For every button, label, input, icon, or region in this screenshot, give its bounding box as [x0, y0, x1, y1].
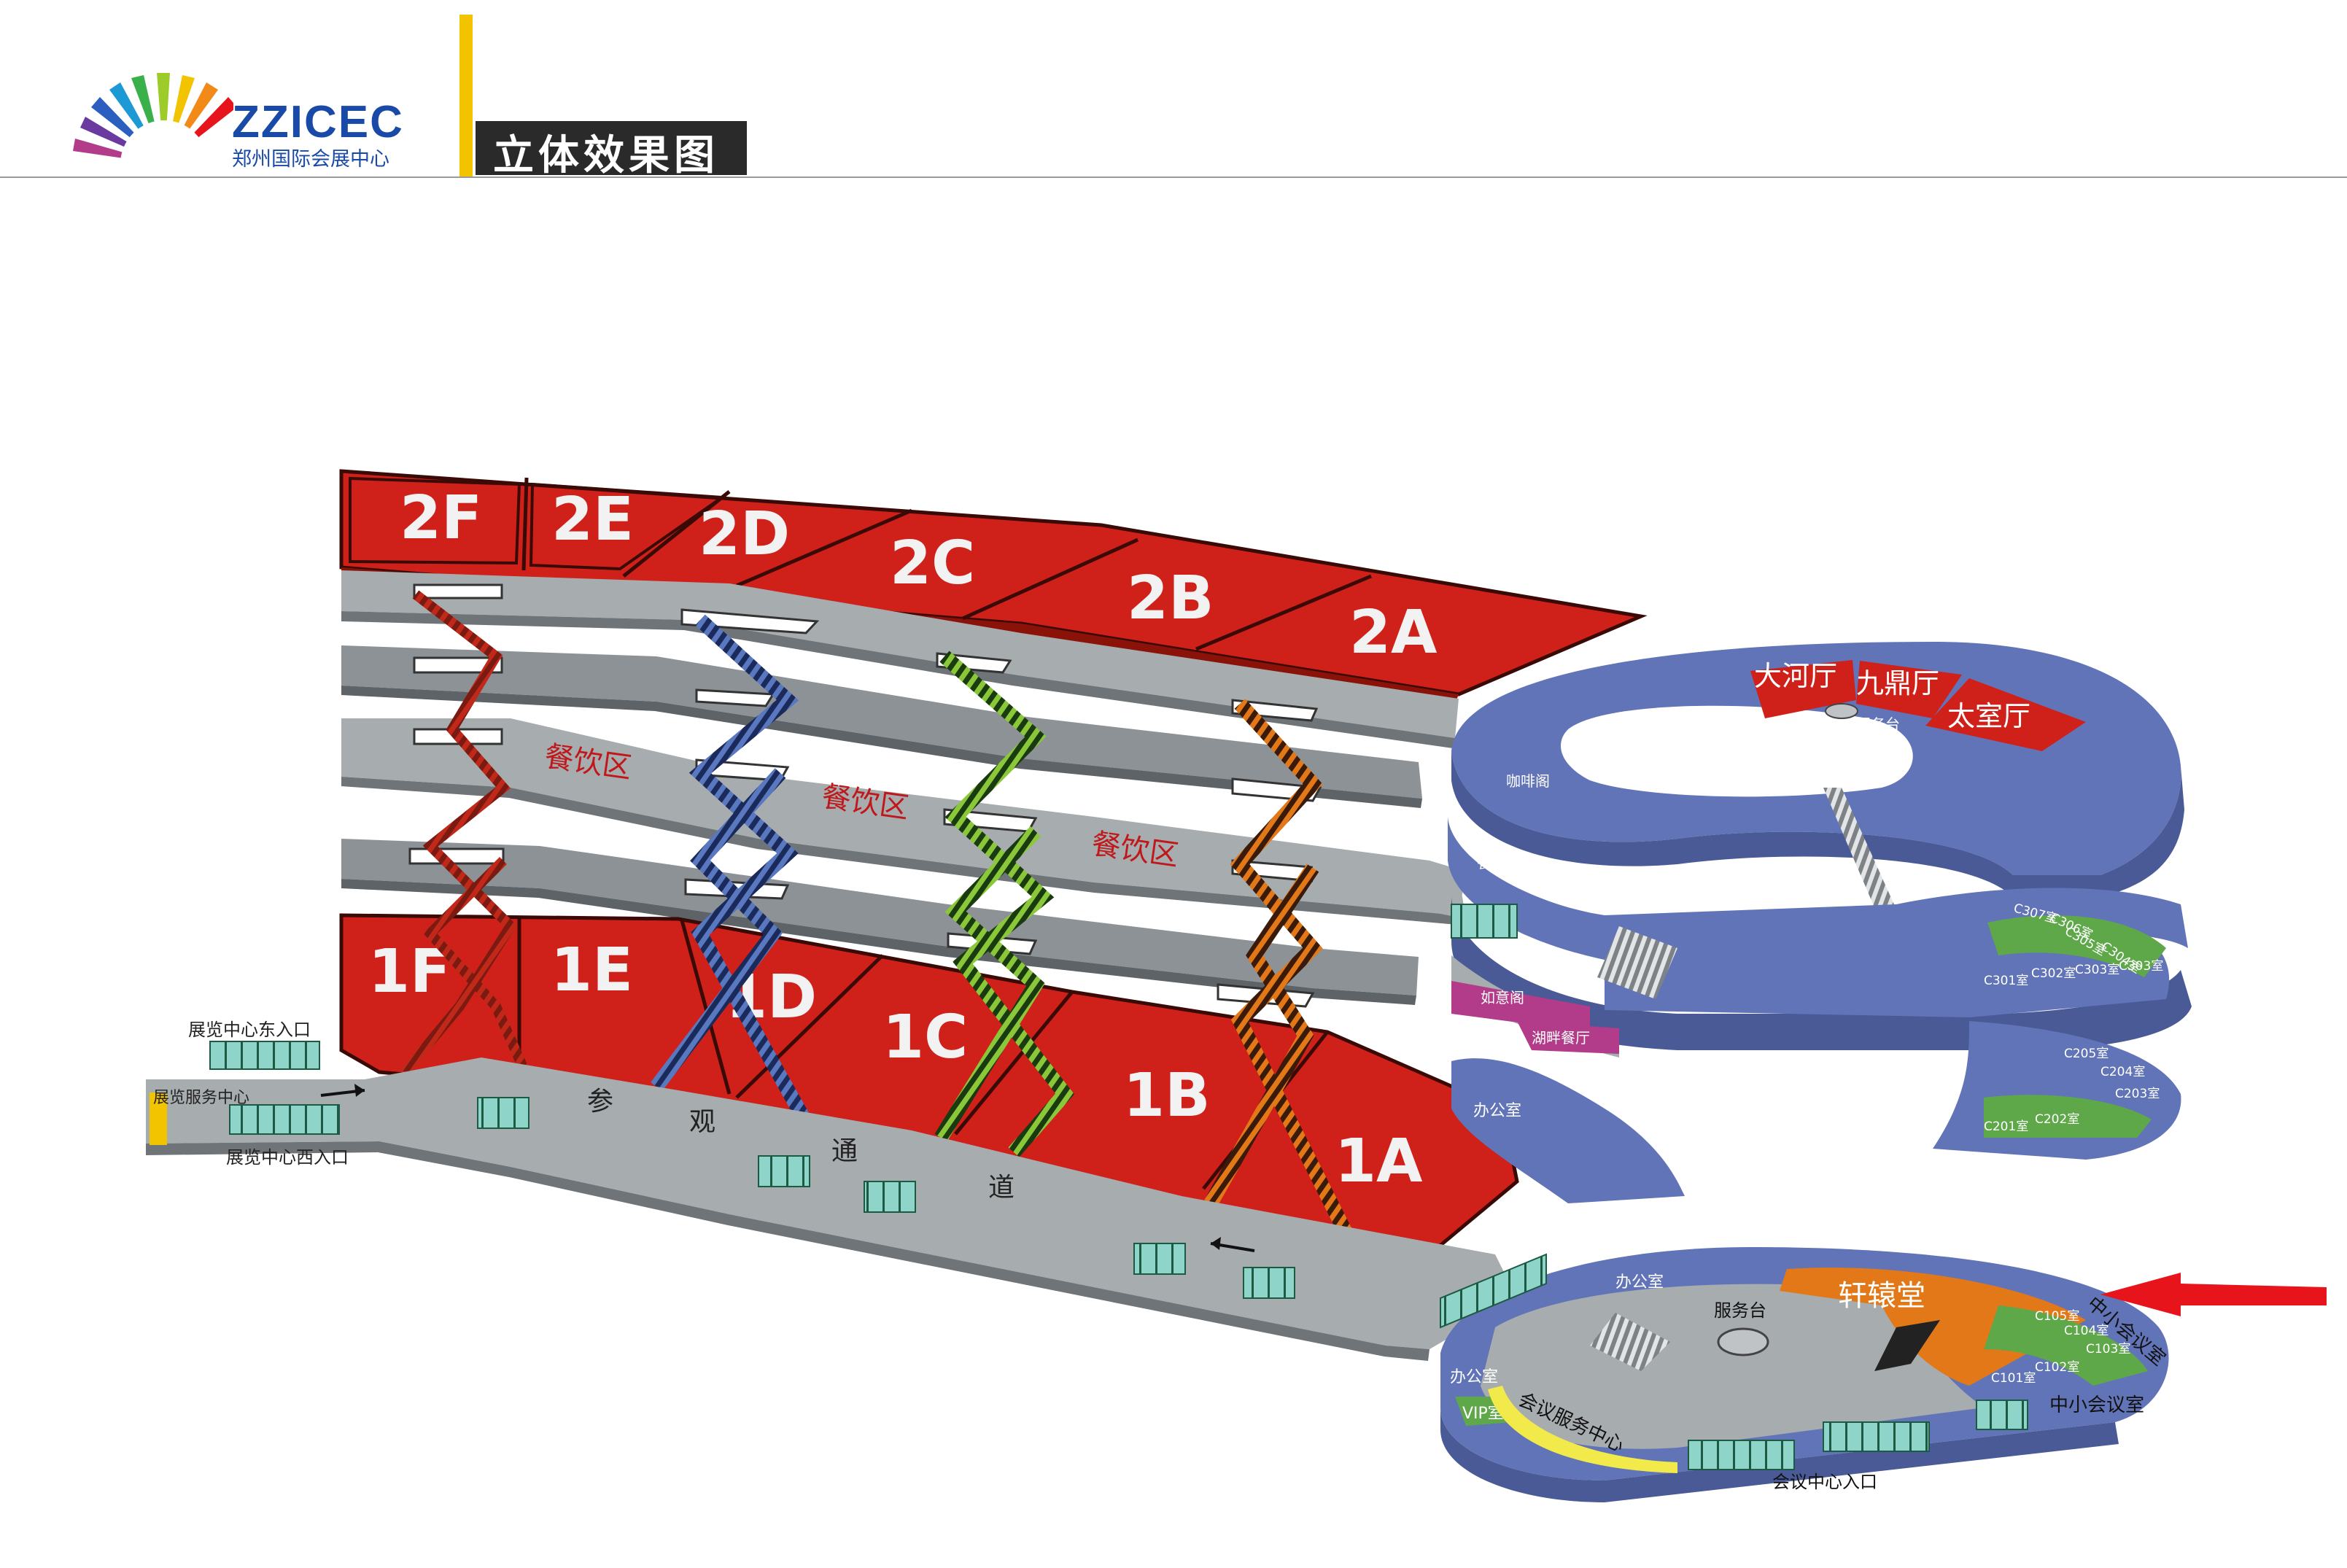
hall-2c: 2C	[890, 529, 975, 598]
hall-2a: 2A	[1349, 598, 1438, 667]
room-c202: C202室	[2035, 1112, 2079, 1127]
room-c101: C101室	[1991, 1371, 2036, 1386]
entrance-arrow	[2100, 1273, 2327, 1316]
hall-1e: 1E	[551, 936, 633, 1005]
hall-1f: 1F	[368, 937, 451, 1006]
cafe-label: 咖啡阁	[1506, 772, 1550, 790]
hall-1b: 1B	[1123, 1061, 1211, 1130]
logo-icon	[73, 73, 233, 175]
room-c303-b: C303室	[2075, 963, 2119, 977]
level1-stair	[1590, 1313, 1670, 1371]
page-title: 立体效果图	[493, 132, 719, 179]
lakeside-label: 湖畔餐厅	[1532, 1029, 1590, 1047]
room-c104: C104室	[2064, 1324, 2109, 1338]
hall-dahe: 大河厅	[1754, 660, 1837, 692]
header-accent-bar	[459, 15, 473, 176]
level1-service-desk: 服务台	[1714, 1300, 1766, 1321]
level2-office: 办公室	[1473, 1102, 1521, 1120]
hall-2e: 2E	[551, 485, 634, 554]
room-c102: C102室	[2035, 1360, 2079, 1375]
hall-2d: 2D	[699, 500, 790, 569]
level1-office-top: 办公室	[1615, 1273, 1664, 1292]
exhibition-corridor: 展览服务中心 展览中心东入口 展览中心西入口 参 观 通 道	[146, 1020, 1517, 1361]
hall-taishi: 太室厅	[1947, 700, 2030, 732]
upper-floors: 餐饮区 餐饮区 餐饮区	[341, 570, 1466, 1008]
corridor-char-2: 观	[689, 1107, 715, 1137]
logo-name: ZZICEC	[232, 97, 404, 147]
room-c203: C203室	[2115, 1087, 2160, 1101]
hall-2b: 2B	[1127, 564, 1214, 633]
room-c303-a: C303室	[2119, 959, 2163, 974]
small-meeting-rooms-bottom: 中小会议室	[2049, 1394, 2144, 1416]
conference-level-2: 餐厅包间 如意阁 湖畔餐厅 C307室 C306室 C305室 C304室 C3…	[1448, 817, 2192, 1203]
conference-entrance: 会议中心入口	[1772, 1472, 1877, 1492]
floor-connector	[1313, 846, 1466, 919]
corridor-char-4: 道	[988, 1173, 1015, 1203]
room-c105: C105室	[2035, 1309, 2079, 1324]
logo-subtitle: 郑州国际会展中心	[232, 148, 389, 171]
hall-jiuding: 九鼎厅	[1856, 667, 1939, 699]
corridor-char-3: 通	[831, 1136, 858, 1166]
xuanyuan-hall: 轩辕堂	[1838, 1279, 1925, 1313]
room-c103: C103室	[2086, 1342, 2130, 1357]
header: ZZICEC 郑州国际会展中心 立体效果图	[0, 0, 2347, 179]
hall-1c: 1C	[882, 1003, 968, 1072]
level3-service-desk: 服务台	[1856, 715, 1900, 733]
stairs	[400, 590, 1356, 1243]
level1-service-desk-icon	[1717, 1327, 1769, 1357]
ruyi-label: 如意阁	[1481, 989, 1524, 1006]
hall-1a: 1A	[1335, 1127, 1423, 1196]
room-c201: C201室	[1984, 1119, 2028, 1134]
header-divider	[0, 176, 2347, 178]
hall-2f: 2F	[400, 484, 482, 553]
xuanyuan-stair	[1874, 1320, 1940, 1371]
service-desk-icon	[1825, 703, 1858, 719]
room-c301: C301室	[1984, 974, 2028, 988]
corridor-char-1: 参	[587, 1087, 613, 1117]
exhibition-service-center: 展览服务中心	[153, 1089, 249, 1107]
exhibition-east-entrance: 展览中心东入口	[188, 1020, 311, 1040]
conference-level-1: 轩辕堂 C105室 C104室 C103室 C102室 C101室 中小会议室 …	[1440, 1247, 2169, 1502]
room-c204: C204室	[2100, 1065, 2145, 1079]
room-c302: C302室	[2031, 966, 2076, 981]
title-box	[476, 121, 747, 175]
level1-office-left: 办公室	[1450, 1368, 1498, 1386]
private-rooms-label: 餐厅包间	[1477, 854, 1535, 872]
room-c205: C205室	[2064, 1047, 2109, 1061]
exhibition-west-entrance: 展览中心西入口	[226, 1147, 349, 1168]
conference-level-3: 大河厅 九鼎厅 太室厅 服务台 咖啡阁	[1451, 642, 2184, 1010]
level2-stair	[1597, 926, 1677, 999]
